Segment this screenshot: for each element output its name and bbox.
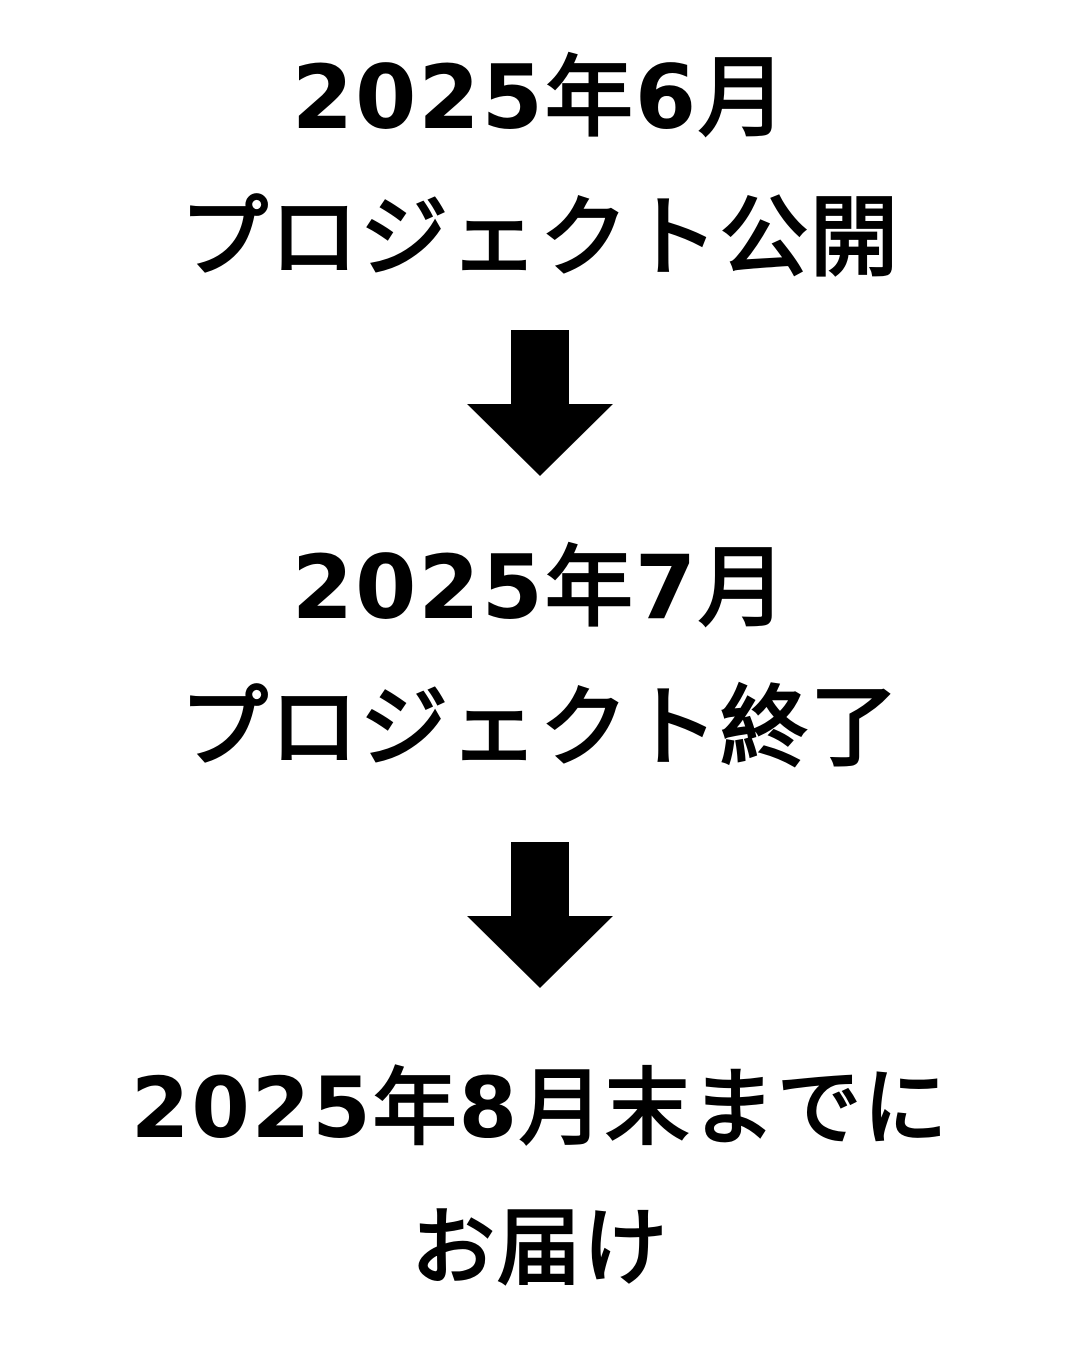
step-date: 2025年8月末までに xyxy=(130,1059,950,1157)
timeline-step-delivery: 2025年8月末までに お届け xyxy=(0,1038,1080,1318)
step-label: プロジェクト公開 xyxy=(179,186,900,289)
step-date: 2025年7月 xyxy=(291,536,789,639)
timeline-step-project-launch: 2025年6月 プロジェクト公開 xyxy=(0,28,1080,308)
timeline-step-project-end: 2025年7月 プロジェクト終了 xyxy=(0,518,1080,798)
step-date: 2025年6月 xyxy=(291,46,789,149)
step-label: お届け xyxy=(410,1199,669,1297)
arrow-down-icon xyxy=(0,842,1080,988)
step-label: プロジェクト終了 xyxy=(179,676,900,779)
arrow-down-icon xyxy=(0,330,1080,476)
